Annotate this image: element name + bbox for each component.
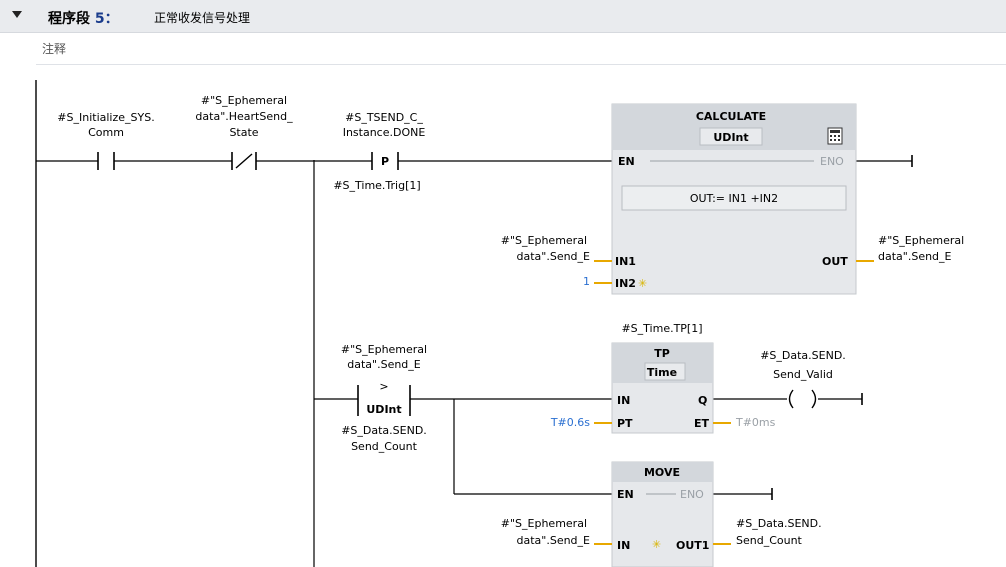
calculate-in1-pin: IN1 <box>615 255 636 268</box>
contact2-label-line3[interactable]: State <box>229 126 258 139</box>
compare-bottom-line1[interactable]: #S_Data.SEND. <box>341 424 427 437</box>
network-header: 程序段 5： 正常收发信号处理 <box>0 0 1006 33</box>
tp-q-pin: Q <box>698 394 707 407</box>
triangle-down-icon[interactable] <box>12 11 22 18</box>
contact2-label-line1[interactable]: #"S_Ephemeral <box>201 94 287 107</box>
calculate-box[interactable] <box>611 103 857 295</box>
contact3-label-line1[interactable]: #S_TSEND_C_ <box>345 111 423 124</box>
network-title: 程序段 5： <box>48 8 119 28</box>
tp-timer-box[interactable] <box>611 342 714 434</box>
tp-et-value[interactable]: T#0ms <box>735 416 776 429</box>
tp-type[interactable]: Time <box>647 366 677 379</box>
compare-contact[interactable] <box>357 385 411 416</box>
contact3-edge-memory[interactable]: #S_Time.Trig[1] <box>333 179 420 192</box>
contact1-label-line2[interactable]: Comm <box>88 126 124 139</box>
calc-in1-var-line1[interactable]: #"S_Ephemeral <box>501 234 587 247</box>
move-out-var-line1[interactable]: #S_Data.SEND. <box>736 517 822 530</box>
move-en-pin: EN <box>617 488 634 501</box>
calc-out-var-line2[interactable]: data".Send_E <box>878 250 952 263</box>
calculate-out-pin: OUT <box>822 255 848 268</box>
edge-symbol: P <box>381 155 389 168</box>
network-name[interactable]: 正常收发信号处理 <box>154 11 251 25</box>
move-in-var-line1[interactable]: #"S_Ephemeral <box>501 517 587 530</box>
rung-wires <box>36 155 913 500</box>
network-comment[interactable]: 注释 <box>42 42 67 56</box>
compare-bottom-line2[interactable]: Send_Count <box>351 440 418 453</box>
compare-top-line1[interactable]: #"S_Ephemeral <box>341 343 427 356</box>
calculator-icon[interactable] <box>827 127 843 145</box>
calculate-en-pin: EN <box>618 155 635 168</box>
move-in-var-line2[interactable]: data".Send_E <box>517 534 591 547</box>
coil-send-valid[interactable] <box>788 389 817 409</box>
calc-in1-var-line2[interactable]: data".Send_E <box>517 250 591 263</box>
contact3-label-line2[interactable]: Instance.DONE <box>343 126 426 139</box>
calculate-title: CALCULATE <box>696 110 766 123</box>
compare-top-line2[interactable]: data".Send_E <box>347 358 421 371</box>
move-out1-pin: OUT1 <box>676 539 709 552</box>
coil-label-line2[interactable]: Send_Valid <box>773 368 833 381</box>
move-title: MOVE <box>644 466 680 479</box>
tp-title: TP <box>654 347 670 360</box>
comment-divider <box>36 64 1006 65</box>
tp-pt-value[interactable]: T#0.6s <box>550 416 590 429</box>
calc-out-var-line1[interactable]: #"S_Ephemeral <box>878 234 964 247</box>
move-box[interactable] <box>611 461 714 567</box>
calculate-type[interactable]: UDInt <box>713 131 748 144</box>
contact2-label-line2[interactable]: data".HeartSend_ <box>195 110 293 123</box>
network-title-prefix: 程序段 <box>48 11 90 27</box>
move-eno-pin: ENO <box>680 488 704 501</box>
compare-type[interactable]: UDInt <box>366 403 401 416</box>
contact-initialize-comm[interactable] <box>97 152 115 170</box>
contact-positive-edge[interactable]: P <box>371 152 399 170</box>
contact-heartsend-state[interactable] <box>231 152 257 170</box>
tp-in-pin: IN <box>617 394 630 407</box>
tp-et-pin: ET <box>694 417 710 430</box>
coil-label-line1[interactable]: #S_Data.SEND. <box>760 349 846 362</box>
calculate-eno-pin: ENO <box>820 155 844 168</box>
calc-in2-constant[interactable]: 1 <box>583 275 590 288</box>
move-out1-star[interactable]: ✳ <box>652 538 661 551</box>
contact1-label-line1[interactable]: #S_Initialize_SYS. <box>57 111 154 124</box>
move-in-pin: IN <box>617 539 630 552</box>
network-number: 5： <box>94 11 119 27</box>
tp-instance[interactable]: #S_Time.TP[1] <box>621 322 702 335</box>
calculate-formula[interactable]: OUT:= IN1 +IN2 <box>690 192 778 205</box>
move-out-var-line2[interactable]: Send_Count <box>736 534 803 547</box>
tp-pt-pin: PT <box>617 417 633 430</box>
compare-operator[interactable]: > <box>379 380 388 393</box>
calculate-in2-pin: IN2 <box>615 277 636 290</box>
calculate-in2-star[interactable]: ✳ <box>638 277 647 290</box>
